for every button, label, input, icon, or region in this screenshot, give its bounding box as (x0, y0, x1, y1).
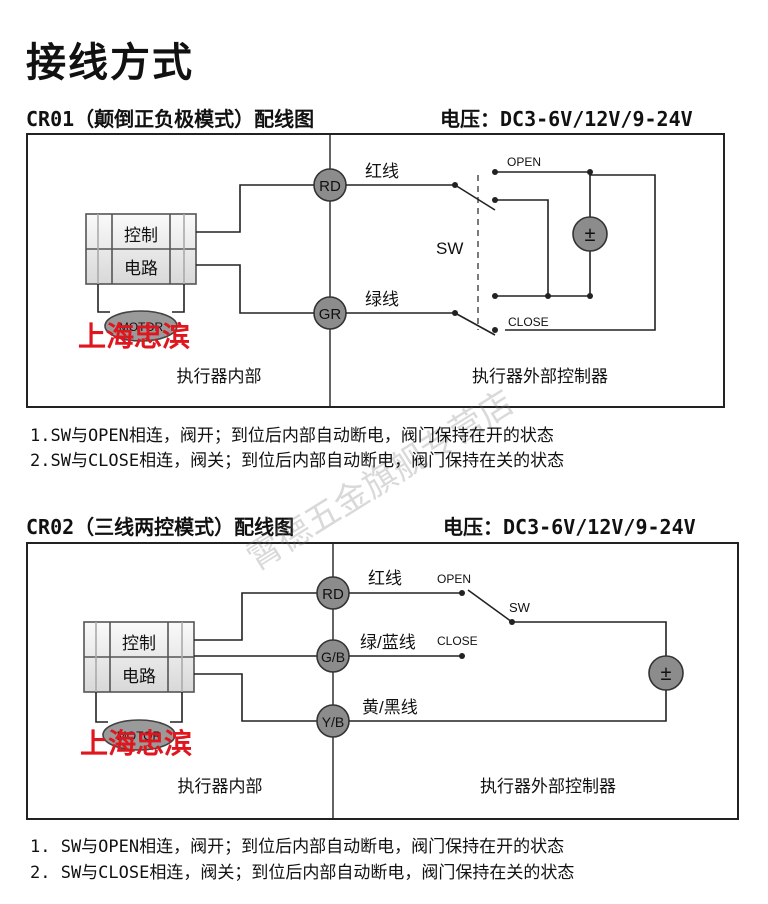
cr02-motor-wire (95, 692, 108, 723)
cr01-open-line (495, 171, 656, 331)
section2-title: CR02（三线两控模式）配线图 (26, 515, 295, 539)
cr01-switch-blade-top (454, 184, 496, 211)
cr02-motor-wire-2 (170, 692, 183, 723)
cr02-motor-label: MOTOR (117, 729, 162, 743)
cr01-gr-label: GR (319, 306, 342, 323)
cr01-inside-label: 执行器内部 (177, 367, 262, 386)
section1-voltage: 电压：DC3-6V/12V/9-24V (440, 107, 693, 131)
cr02-gb-label: G/B (321, 649, 345, 665)
cr02-sw-line (512, 621, 667, 656)
cr01-motor (104, 310, 178, 342)
cr01-open-label: OPEN (507, 155, 541, 169)
cr02-note-1: 1. SW与OPEN相连，阀开；到位后内部自动断电，阀门保持在开的状态 (30, 837, 565, 857)
cr02-yb-label: Y/B (322, 714, 345, 730)
cr02-control-module (83, 621, 195, 693)
cr02-switch-blade (467, 589, 513, 623)
cr02-ctrl-label-2: 电路 (122, 667, 156, 686)
cr01-wire-rd-internal (196, 184, 315, 233)
cr02-ctrl-label-1: 控制 (122, 634, 156, 653)
cr01-contact-top (495, 199, 549, 297)
page-title: 接线方式 (26, 40, 194, 86)
cr01-note-1: 1.SW与OPEN相连，阀开；到位后内部自动断电，阀门保持在开的状态 (30, 426, 554, 446)
cr02-open-label: OPEN (437, 572, 471, 586)
cr01-sw-label: SW (436, 239, 463, 258)
cr01-outside-label: 执行器外部控制器 (472, 367, 608, 386)
cr01-motor-wire (97, 284, 110, 313)
cr02-power-source (648, 655, 684, 691)
cr02-inside-label: 执行器内部 (178, 777, 263, 796)
cr02-red-wire-label: 红线 (368, 569, 402, 588)
cr02-outside-label: 执行器外部控制器 (480, 777, 616, 796)
cr02-wire-rd-internal (194, 592, 318, 641)
shop-stamp-2: 上海忠滨 (80, 727, 193, 760)
cr02-rd-label: RD (322, 586, 344, 603)
cr01-motor-label: MOTOR (119, 320, 164, 334)
cr01-close-label: CLOSE (508, 315, 549, 329)
cr01-note-2: 2.SW与CLOSE相连，阀关；到位后内部自动断电，阀门保持在关的状态 (30, 451, 565, 471)
cr01-switch-blade-bottom (454, 312, 496, 336)
cr01-rd-label: RD (319, 178, 341, 195)
diagram-cr01 (26, 133, 725, 408)
cr02-motor (102, 719, 176, 751)
cr01-red-wire-label: 红线 (365, 162, 399, 181)
cr01-ctrl-label-2: 电路 (124, 259, 158, 278)
cr02-sw-label: SW (509, 600, 531, 615)
cr01-control-module (85, 213, 197, 285)
cr01-green-wire-label: 绿线 (365, 290, 399, 309)
cr01-plus-minus: ± (585, 224, 596, 246)
cr01-power-source (572, 216, 608, 252)
cr02-gb-wire-label: 绿/蓝线 (360, 633, 416, 652)
cr02-yb-wire (349, 690, 667, 722)
diagram-cr02 (26, 542, 739, 820)
cr02-wire-yb-internal (194, 673, 318, 722)
cr02-close-label: CLOSE (437, 634, 478, 648)
cr01-frame (26, 133, 725, 408)
cr01-wire-gr-internal (196, 264, 315, 314)
cr01-ctrl-label-1: 控制 (124, 226, 158, 245)
cr01-motor-wire-2 (172, 284, 185, 313)
section1-title: CR01（颠倒正负极模式）配线图 (26, 107, 315, 131)
cr02-frame (26, 542, 739, 820)
section2-voltage: 电压：DC3-6V/12V/9-24V (443, 515, 696, 539)
cr02-plus-minus: ± (661, 663, 672, 685)
cr02-note-2: 2. SW与CLOSE相连，阀关；到位后内部自动断电，阀门保持在关的状态 (30, 863, 575, 883)
shop-stamp-1: 上海忠滨 (78, 320, 191, 353)
cr02-yb-wire-label: 黄/黑线 (362, 698, 418, 717)
